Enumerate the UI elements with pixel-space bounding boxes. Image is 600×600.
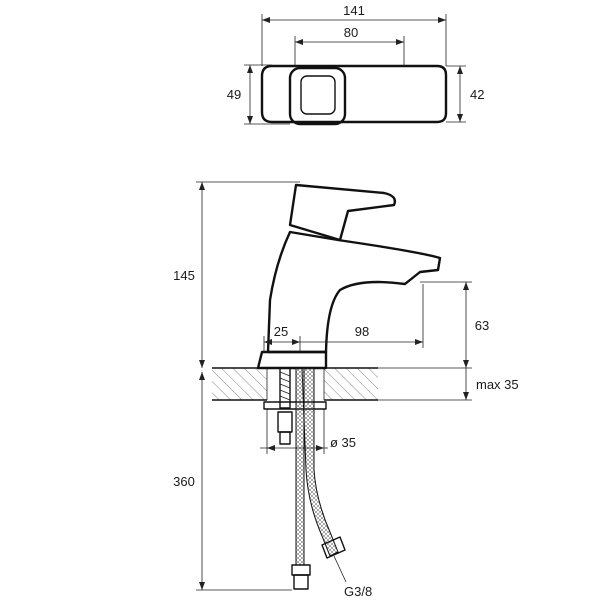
top-view-base-edge [261,65,273,77]
dim-label-g38: G3/8 [344,584,372,599]
fixing-washer [263,401,327,410]
side-view: 145 360 25 98 63 max 35 [173,181,519,599]
fixing-stud-end [279,431,291,445]
fixing-nut [277,411,293,433]
dim-label-49: 49 [227,87,241,102]
dim-label-98: 98 [355,324,369,339]
countertop-right [324,368,378,400]
dim-label-80: 80 [344,25,358,40]
top-view: 141 80 49 42 [227,3,484,126]
faucet-spout-tip [403,269,439,285]
dim-label-360: 360 [173,474,195,489]
hose-fitting-2 [321,536,346,559]
countertop-left [212,368,267,400]
braided-hose [301,367,339,557]
dim-label-141: 141 [343,3,365,18]
faucet-base [256,350,328,370]
faucet-body [266,230,442,354]
dim-label-63: 63 [475,318,489,333]
top-view-handle-outer [288,66,347,126]
hose-fitting-1 [291,564,311,576]
top-view-handle-inner [300,75,336,115]
dim-label-25: 25 [274,324,288,339]
dim-label-dia35: ø 35 [330,435,356,450]
leader-g38 [333,555,347,583]
braided-hose-2 [295,367,305,566]
dim-label-145: 145 [173,268,195,283]
dim-label-42: 42 [470,87,484,102]
hose-fitting-1-nut [293,574,309,590]
dim-label-max35: max 35 [476,377,519,392]
faucet-handle-lever [288,183,397,242]
